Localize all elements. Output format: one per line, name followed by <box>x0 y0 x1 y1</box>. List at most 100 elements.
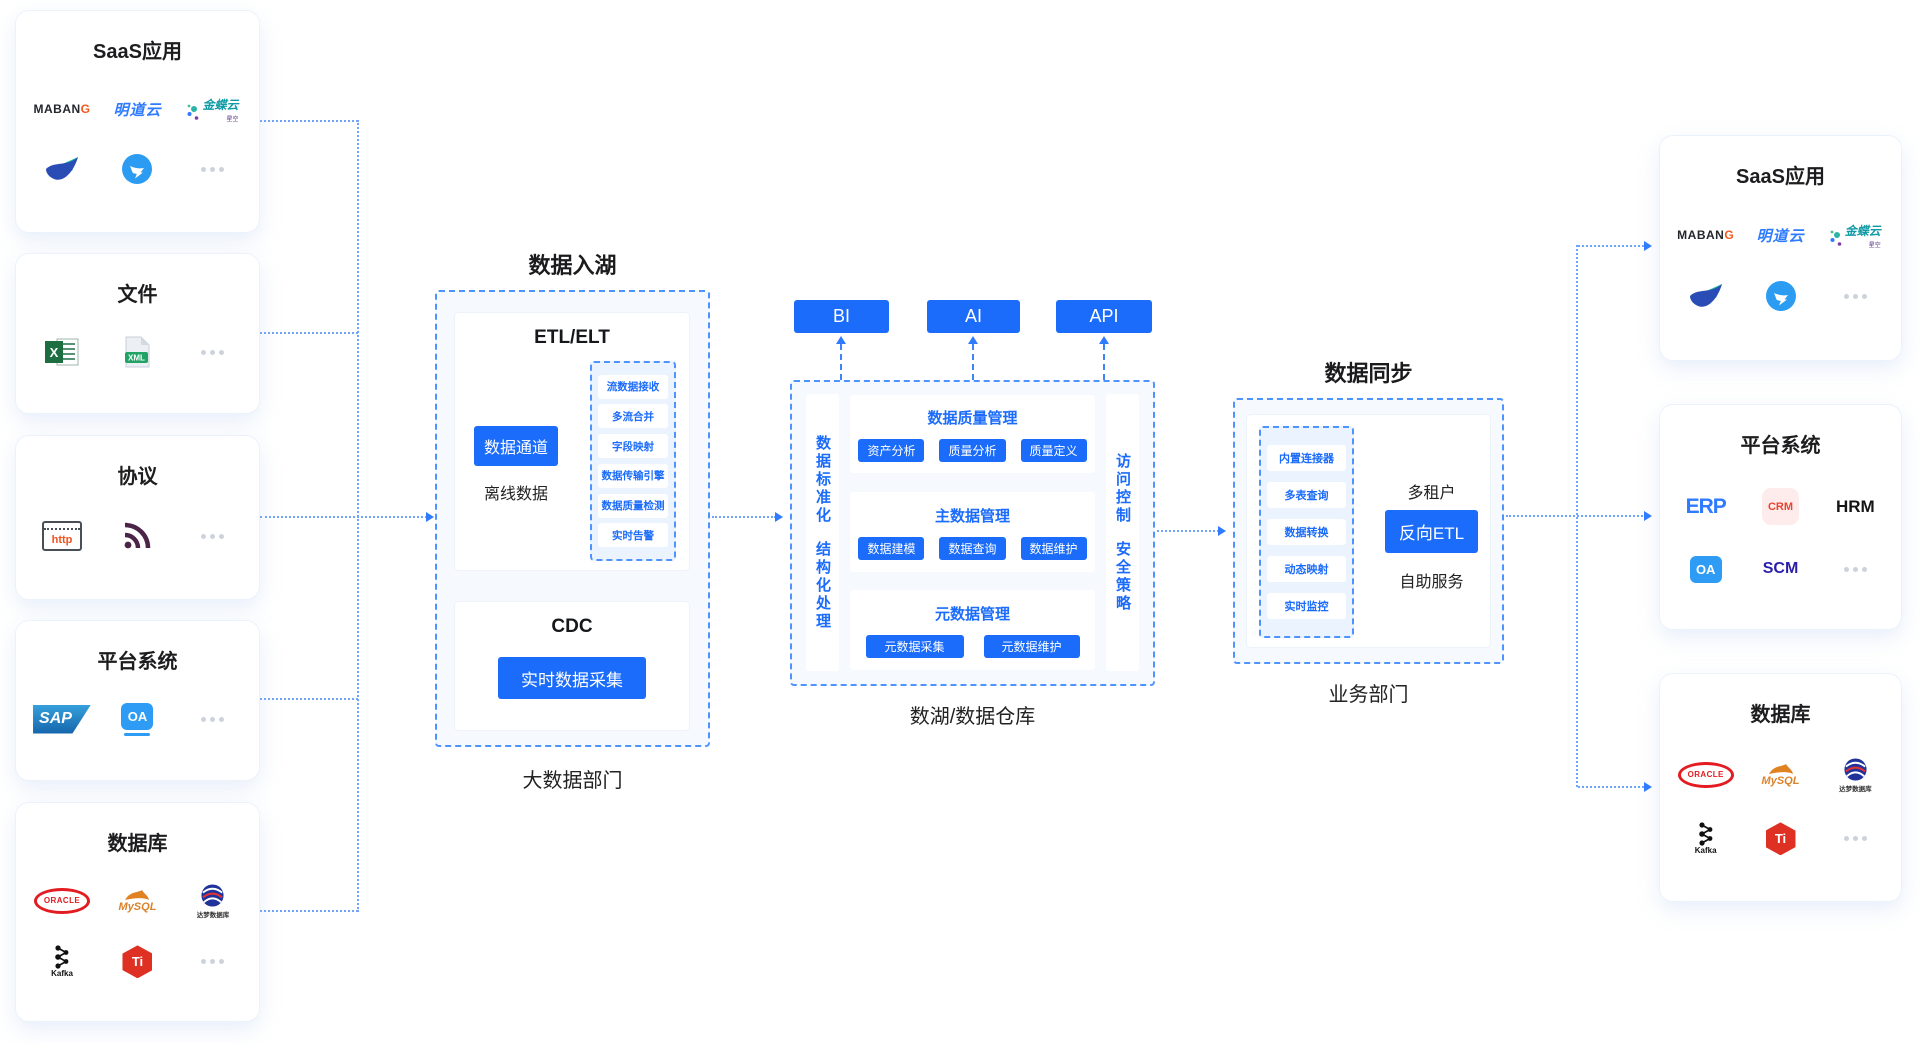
mingdao-text: 明道云 <box>113 101 162 119</box>
card-title: SaaS应用 <box>1736 166 1825 188</box>
dingtalk-logo <box>100 154 175 185</box>
sap-logo: SAP <box>25 704 100 734</box>
arrowhead <box>1644 511 1652 521</box>
arrowhead <box>1218 526 1226 536</box>
list-item: 实时告警 <box>598 523 668 548</box>
http-icon: http <box>25 521 100 551</box>
hrm-logo: HRM <box>1818 497 1892 517</box>
card-title: 数据库 <box>1750 704 1811 726</box>
arrowhead <box>1644 241 1652 251</box>
logo-rows: MABANG 明道云 金蝶云星空 <box>1668 189 1893 344</box>
list-item: 数据质量检测 <box>598 493 668 518</box>
logo-rows: ORACLE MySQL 达梦数据库 Kafka Ti <box>1668 727 1893 885</box>
section-button: 资产分析 <box>858 438 925 462</box>
more-dots-icon <box>176 716 251 722</box>
bi-button: BI <box>794 300 889 333</box>
xml-file-icon: XML <box>100 336 175 368</box>
arrowhead <box>1099 336 1109 344</box>
mingdaoyun-logo: 明道云 <box>100 99 175 120</box>
etl-title: ETL/ELT <box>534 327 610 348</box>
logo-row: ERP CRM HRM <box>1668 488 1893 526</box>
logo-rows: MABANG 明道云 金蝶云星空 <box>24 64 251 216</box>
crm-text: CRM <box>1767 500 1794 513</box>
oa-underline <box>124 732 151 736</box>
source-card-saas: SaaS应用 MABANG 明道云 金蝶云星空 <box>15 10 260 233</box>
standardization-bar: 数据标准化 结构化处理 <box>806 394 839 671</box>
rss-icon <box>100 522 175 550</box>
connector-line <box>1578 786 1644 788</box>
connector-line <box>1157 530 1219 532</box>
mabang-g: G <box>80 102 91 117</box>
more-dots-icon <box>1818 566 1892 572</box>
logo-row: Kafka Ti <box>24 945 251 979</box>
kafka-logo: Kafka <box>25 945 100 978</box>
connector-up-api <box>1103 344 1105 380</box>
ai-button: AI <box>927 300 1020 333</box>
target-card-saas: SaaS应用 MABANG 明道云 金蝶云星空 <box>1659 135 1902 361</box>
connector-bus-left <box>357 120 359 912</box>
mysql-logo: MySQL <box>100 889 175 913</box>
more-dots-icon <box>176 959 251 965</box>
card-title: 数据库 <box>107 833 168 855</box>
oa-logo: OA <box>100 702 175 736</box>
section-button: 质量分析 <box>939 438 1006 462</box>
offline-data-label: 离线数据 <box>483 486 548 503</box>
connector-up-ai <box>972 344 974 380</box>
list-item: 多流合并 <box>598 404 668 429</box>
oracle-text: ORACLE <box>43 896 81 906</box>
bigdata-dept-label: 大数据部门 <box>522 770 623 792</box>
mabang-logo: MABANG <box>25 102 100 116</box>
logo-row <box>1668 281 1893 312</box>
logo-rows: ERP CRM HRM OA SCM <box>1668 458 1893 613</box>
connector-bus-right <box>1576 245 1578 787</box>
erp-logo: ERP <box>1669 495 1743 519</box>
sync-title: 数据同步 <box>1324 361 1413 386</box>
more-dots-icon <box>1818 836 1892 842</box>
tidb-logo: Ti <box>100 945 175 979</box>
connector-line <box>260 698 358 700</box>
sync-feature-list: 内置连接器 多表查询 数据转换 动态映射 实时监控 <box>1259 426 1354 638</box>
cdc-title: CDC <box>551 616 593 637</box>
arrowhead <box>968 336 978 344</box>
kingdee-text: 金蝶云 <box>1844 223 1881 238</box>
card-title: 平台系统 <box>97 651 178 673</box>
oa-text: OA <box>121 702 154 730</box>
more-dots-icon <box>176 533 251 539</box>
mabang-text: MABAN <box>33 102 81 117</box>
kingdee-dots-icon <box>1830 230 1842 246</box>
http-text: http <box>51 534 73 546</box>
tidb-logo: Ti <box>1743 822 1817 856</box>
tidb-text: Ti <box>1765 822 1796 856</box>
kingdee-dots-icon <box>187 104 199 120</box>
logo-row: SAP OA <box>24 702 251 736</box>
logo-row: ORACLE MySQL 达梦数据库 <box>24 883 251 919</box>
kafka-text: Kafka <box>51 969 73 979</box>
access-control-bar: 访问控制 安全策略 <box>1106 394 1139 671</box>
section-button: 数据维护 <box>1020 536 1087 560</box>
oa-text: OA <box>1689 555 1722 583</box>
more-dots-icon <box>1818 293 1892 299</box>
source-card-protocol: 协议 http <box>15 435 260 600</box>
section-buttons: 资产分析 质量分析 质量定义 <box>858 438 1087 462</box>
oracle-text: ORACLE <box>1687 770 1724 780</box>
vtext-label: 数据标准化 <box>814 434 831 525</box>
self-service-label: 自助服务 <box>1399 574 1464 591</box>
dm-database-logo: 达梦数据库 <box>1818 757 1892 793</box>
reverse-etl-button: 反向ETL <box>1385 510 1478 553</box>
logo-row: Kafka Ti <box>1668 822 1893 856</box>
section-title: 元数据管理 <box>934 605 1010 623</box>
crm-logo: CRM <box>1743 488 1817 526</box>
tidb-text: Ti <box>122 945 153 979</box>
excel-icon: X <box>25 336 100 368</box>
mabang-logo: MABANG <box>1669 228 1743 242</box>
mysql-logo: MySQL <box>1743 763 1817 787</box>
list-item: 多表查询 <box>1267 482 1346 508</box>
mysql-text: MySQL <box>118 900 157 913</box>
list-item: 实时监控 <box>1267 593 1346 619</box>
connector-line <box>260 332 358 334</box>
quality-mgmt-section: 数据质量管理 资产分析 质量分析 质量定义 <box>850 395 1095 473</box>
logo-row: X XML <box>24 336 251 368</box>
more-dots-icon <box>176 349 251 355</box>
card-title: 平台系统 <box>1740 435 1821 457</box>
section-button: 数据建模 <box>858 536 925 560</box>
